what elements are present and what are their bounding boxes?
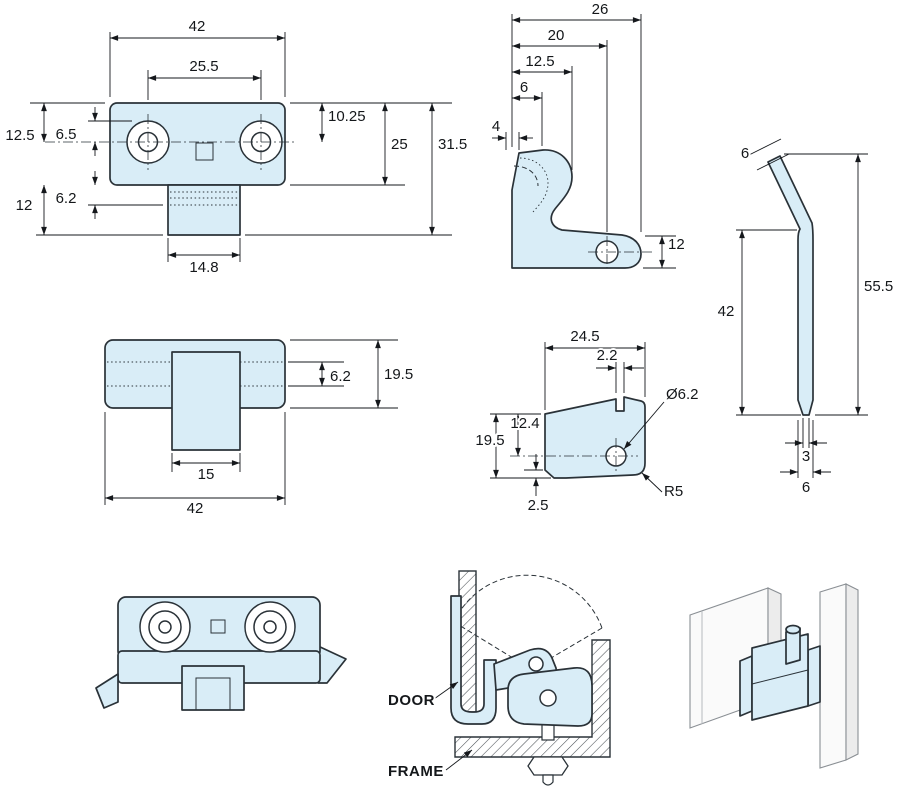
front-view-dimensions: 42 25.5 10.25 25 31.5 12.5 6.5 12 6.2 14… <box>3 16 469 278</box>
center-notch <box>195 142 214 161</box>
pictorial-tab <box>181 665 245 711</box>
bolt-tip <box>542 774 554 786</box>
pictorial-notch <box>210 619 226 634</box>
pivot-pin-section <box>528 656 544 672</box>
hinge-pin-top-3d <box>785 624 801 635</box>
dim-lip-depth: 6 <box>520 79 528 96</box>
dim-slot-depth: 6.2 <box>56 190 77 207</box>
dim-hole-diameter: Ø6.2 <box>666 386 699 403</box>
dim-corner-radius: R5 <box>664 483 683 500</box>
dim-hole-offset: 12.4 <box>510 415 539 432</box>
dim-body-height: 25 <box>391 136 408 153</box>
dim-step: 2.5 <box>528 497 549 514</box>
door-leaf-section <box>450 595 497 725</box>
hinge-strap-3d <box>739 655 753 717</box>
dim-tip-width: 3 <box>802 448 810 465</box>
frame-label: FRAME <box>388 763 444 780</box>
tab-slot <box>195 677 231 711</box>
frame-panel-edge-3d <box>845 583 859 761</box>
dim-tab-width: 14.8 <box>189 259 218 276</box>
dim-overall-width: 42 <box>189 18 206 35</box>
side-profile-outline <box>511 149 642 269</box>
installation-section-view: DOOR FRAME <box>386 570 611 786</box>
dim-to-hole-center: 20 <box>548 27 565 44</box>
pictorial-front-view <box>95 596 347 711</box>
plan-tab-outline <box>171 351 241 451</box>
dim-overall-width: 24.5 <box>570 328 599 345</box>
dim-overall-depth: 26 <box>592 1 609 18</box>
dim-side-to-hole: 12.5 <box>5 127 34 144</box>
dim-slot-width: 6.2 <box>330 368 351 385</box>
frame-angle-section <box>454 639 611 758</box>
front-view: 42 25.5 10.25 25 31.5 12.5 6.5 12 6.2 14… <box>3 16 469 278</box>
side-view-dimensions: 26 20 12.5 6 4 12 <box>490 0 687 269</box>
hinge-tab-outline <box>167 184 241 236</box>
plan-view: 6.2 19.5 15 42 <box>104 339 415 519</box>
dim-hole-top-offset: 10.25 <box>328 108 366 125</box>
side-view: 26 20 12.5 6 4 12 <box>490 0 687 269</box>
dim-notch-width: 2.2 <box>597 347 618 364</box>
dim-overall-width: 42 <box>187 500 204 517</box>
dim-hole-spacing: 25.5 <box>189 58 218 75</box>
dim-overall-height: 31.5 <box>438 136 467 153</box>
hex-nut <box>527 756 569 776</box>
dim-tab-drop: 12 <box>16 197 33 214</box>
pin-view-dimensions: 6 42 55.5 3 6 <box>716 138 895 498</box>
dim-tab-width: 15 <box>198 466 215 483</box>
cam-view-dimensions: 24.5 2.2 Ø6.2 12.4 19.5 2.5 R5 <box>473 326 700 516</box>
hinge-arm-3d <box>807 645 821 707</box>
dim-overall-height: 19.5 <box>475 432 504 449</box>
left-flap <box>95 673 119 709</box>
dim-shaft-width: 6 <box>802 479 810 496</box>
installation-labels: DOOR FRAME <box>386 681 473 782</box>
plan-view-dimensions: 6.2 19.5 15 42 <box>104 339 415 519</box>
installation-3d-view <box>689 583 859 769</box>
dim-foot-height: 12 <box>668 236 685 253</box>
dim-overall-length: 55.5 <box>864 278 893 295</box>
dim-head-width: 6 <box>741 145 749 162</box>
dim-bend-depth: 12.5 <box>525 53 554 70</box>
dim-shaft-length: 42 <box>718 303 735 320</box>
dim-overall-depth: 19.5 <box>384 366 413 383</box>
frame-panel-3d <box>819 583 847 769</box>
dim-hole-edge: 6.5 <box>56 126 77 143</box>
pin-outline <box>767 155 814 416</box>
door-label: DOOR <box>388 692 435 709</box>
cam-hole-section <box>539 689 557 707</box>
pin-view: 6 42 55.5 3 6 <box>716 138 895 498</box>
cam-view: 24.5 2.2 Ø6.2 12.4 19.5 2.5 R5 <box>473 326 700 516</box>
dim-tip-width: 4 <box>492 118 500 135</box>
